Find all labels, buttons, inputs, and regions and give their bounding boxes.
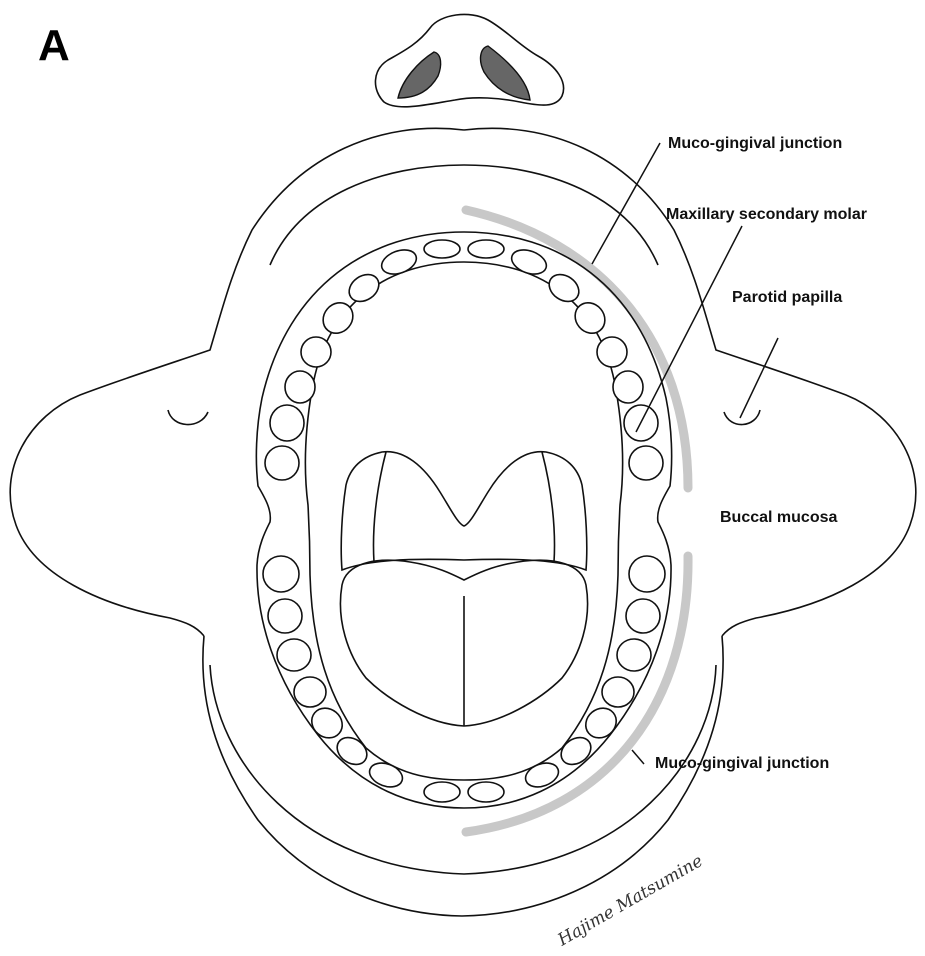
- tooth: [629, 556, 665, 592]
- tooth: [277, 639, 311, 671]
- tooth: [378, 246, 419, 279]
- tongue: [340, 452, 587, 726]
- tooth: [268, 599, 302, 633]
- tooth: [508, 246, 549, 279]
- tooth: [522, 759, 561, 791]
- tooth: [332, 732, 372, 770]
- tooth: [301, 337, 331, 367]
- tooth: [556, 732, 596, 770]
- leader-papilla: [740, 338, 778, 418]
- panel-letter: A: [38, 21, 70, 70]
- uvula-soft-palate: [341, 452, 587, 570]
- tooth: [424, 240, 460, 258]
- tooth: [597, 337, 627, 367]
- artist-signature: Hajime Matsumine: [554, 851, 707, 951]
- label-buccal-mucosa: Buccal mucosa: [720, 509, 837, 526]
- leader-lower-junction: [632, 750, 644, 764]
- tooth: [270, 405, 304, 441]
- tooth: [285, 371, 315, 403]
- tooth: [626, 599, 660, 633]
- tooth: [468, 782, 504, 802]
- leader-upper-junction: [592, 143, 660, 264]
- label-parotid-papilla: Parotid papilla: [732, 289, 842, 306]
- tooth: [344, 269, 384, 307]
- tooth: [263, 556, 299, 592]
- label-maxillary-secondary-molar: Maxillary secondary molar: [666, 206, 867, 223]
- tooth: [424, 782, 460, 802]
- tooth: [580, 702, 623, 744]
- left-nostril: [398, 52, 441, 98]
- tooth: [366, 759, 405, 791]
- tooth: [306, 702, 349, 744]
- tooth: [317, 297, 359, 340]
- right-nostril: [481, 46, 530, 100]
- tooth: [544, 269, 584, 307]
- tooth: [468, 240, 504, 258]
- lower-vestibule-outline: [210, 665, 716, 874]
- label-upper-mucogingival-junction: Muco-gingival junction: [668, 135, 842, 152]
- label-lower-mucogingival-junction: Muco-gingival junction: [655, 755, 829, 772]
- tooth: [569, 297, 611, 340]
- tooth: [629, 446, 663, 480]
- tooth: [602, 677, 634, 707]
- tooth: [294, 677, 326, 707]
- tooth: [265, 446, 299, 480]
- leader-molar: [636, 226, 742, 432]
- tooth: [613, 371, 643, 403]
- nose: [375, 14, 563, 106]
- left-mouth-corner: [168, 410, 208, 425]
- tooth: [617, 639, 651, 671]
